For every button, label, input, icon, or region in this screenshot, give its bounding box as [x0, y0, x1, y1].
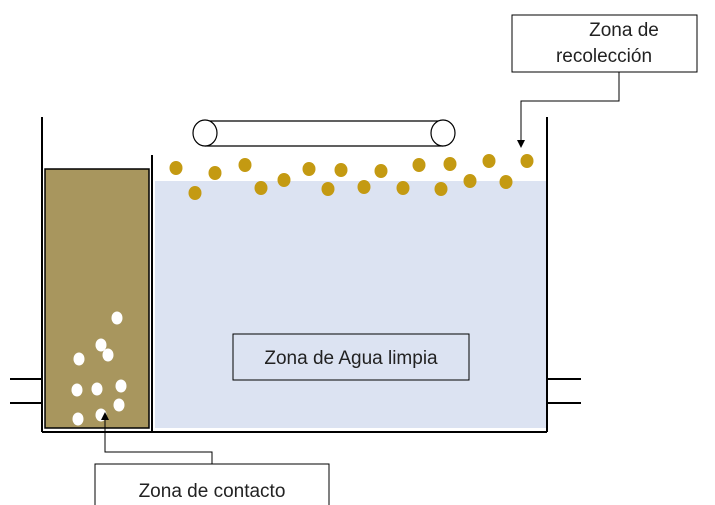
collection-zone-label-line2: recolección — [556, 46, 652, 67]
collection-zone-label-box — [511, 14, 698, 73]
conveyor-left-roller — [192, 119, 218, 147]
settled-particle — [72, 412, 84, 426]
floating-particle — [302, 162, 316, 176]
skimmer-conveyor — [192, 119, 456, 147]
floating-particle — [357, 180, 371, 194]
floating-particle — [334, 163, 348, 177]
floating-particle — [499, 175, 513, 189]
collection-zone-callout: Zona de recolección — [511, 14, 698, 148]
floating-particle — [208, 166, 222, 180]
floating-particle — [188, 186, 202, 200]
clean-water-callout: Zona de Agua limpia — [232, 333, 470, 381]
collection-zone-arrowhead — [517, 140, 525, 148]
contact-zone-label: Zona de contacto — [139, 481, 286, 502]
floating-particle — [321, 182, 335, 196]
floating-particle — [412, 158, 426, 172]
collection-zone-label-line1: Zona de — [589, 20, 659, 41]
settled-particle — [71, 383, 83, 397]
settled-particle — [73, 352, 85, 366]
floating-particle — [396, 181, 410, 195]
settled-particles — [71, 311, 127, 426]
contact-zone-label-box — [94, 463, 330, 505]
floating-particle — [520, 154, 534, 168]
settled-particle — [113, 398, 125, 412]
floating-particle — [434, 182, 448, 196]
collection-zone-leader-line — [520, 72, 620, 140]
contact-zone-arrowhead — [101, 412, 109, 420]
floating-particle — [277, 173, 291, 187]
floating-particle — [238, 158, 252, 172]
floating-particle — [254, 181, 268, 195]
floating-particle — [374, 164, 388, 178]
floating-particle — [443, 157, 457, 171]
settled-particle — [91, 382, 103, 396]
floating-particle — [463, 174, 477, 188]
conveyor-right-roller — [430, 119, 456, 147]
clean-water-region — [155, 181, 547, 428]
pipes — [10, 378, 581, 404]
clean-water-label-box — [232, 333, 470, 381]
floating-particles — [169, 154, 534, 200]
contact-zone-leader-line — [104, 420, 213, 464]
settled-particle — [102, 348, 114, 362]
floating-particle — [482, 154, 496, 168]
clean-water-label: Zona de Agua limpia — [264, 348, 438, 369]
settled-particle — [95, 338, 107, 352]
contact-zone-callout: Zona de contacto — [94, 412, 330, 505]
settled-particle — [111, 311, 123, 325]
floating-particle — [169, 161, 183, 175]
settled-particle — [115, 379, 127, 393]
